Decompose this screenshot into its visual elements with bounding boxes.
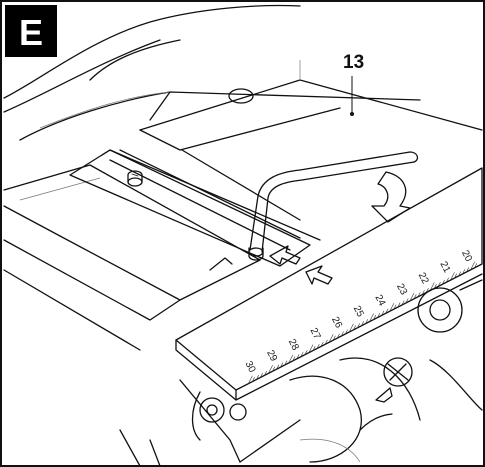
allen-key [248,151,419,261]
ruler-tick [312,345,316,351]
ruler-tick [353,325,356,331]
ruler-tick [405,298,409,304]
ruler-tick [442,279,445,285]
panel-letter: E [19,12,43,53]
ruler-number: 21 [437,260,452,275]
ruler-tick [341,331,344,337]
ruler-tick [365,319,369,324]
ruler-ticks [248,261,478,384]
ruler-tick [272,366,276,372]
ruler-tick [393,304,397,310]
ruler-tick [385,308,389,314]
ruler-number: 27 [308,326,323,341]
ruler-tick [336,333,340,339]
ruler-tick [433,283,437,289]
infeed-table [3,164,261,351]
ruler-tick [320,341,324,347]
ruler-tick [377,312,381,318]
ruler-tick [413,294,417,299]
ruler-tick [458,271,461,277]
ruler-number: 30 [243,360,258,375]
ruler-tick [369,313,374,322]
ruler-tick [417,292,421,297]
ruler-tick [248,375,253,384]
ruler-number: 23 [394,282,409,297]
table-hole [228,88,254,104]
ruler-tick [397,302,401,308]
ruler-tick [474,263,478,268]
ruler-tick [345,329,348,335]
lower-machinery [119,279,483,467]
ruler-tick [316,343,320,349]
ruler-tick [324,339,328,345]
table-surface [139,60,483,221]
rotation-arrow-icon [371,171,411,223]
ruler-tick [462,269,466,275]
ruler-number: 20 [459,249,474,264]
ruler-number: 24 [372,293,387,308]
ruler-tick [260,372,263,378]
ruler-tick [276,364,280,370]
ruler-numbers: 30 29 28 27 26 25 24 23 22 21 20 [243,249,475,375]
ruler-tick [332,335,336,341]
ruler-number: 29 [264,348,279,363]
callout-dot [350,112,354,116]
ruler-tick [292,356,296,362]
ruler-tick [466,267,470,273]
ruler-tick [454,273,457,279]
ruler-number: 28 [286,337,301,352]
ruler-tick [349,323,354,333]
fence-rail [69,149,321,267]
ruler-tick [284,360,288,366]
ruler-tick [296,354,300,360]
ruler: 30 29 28 27 26 25 24 23 22 21 20 [175,167,483,401]
ruler-tick [252,377,255,382]
ruler-tick [280,362,284,368]
ruler-tick [429,282,435,291]
ruler-tick [381,310,385,316]
ruler-number: 22 [416,271,431,286]
ruler-tick [361,321,364,326]
screw-head [127,177,143,187]
ruler-tick [389,303,395,312]
ruler-number: 25 [351,304,366,319]
ruler-tick [256,374,259,380]
ruler-tick [304,350,308,355]
ruler-tick [421,290,425,295]
ruler-tick [300,352,304,357]
push-arrow-icon [269,245,333,285]
callout-number: 13 [343,52,364,73]
ruler-tick [470,261,475,271]
ruler-tick [409,292,415,302]
ruler-tick [357,323,360,328]
ruler-tick [437,281,441,287]
ruler-tick [268,365,273,374]
machine-housing [3,4,421,141]
ruler-tick [328,334,334,343]
ruler-tick [401,300,405,306]
ruler-tick [288,354,294,364]
ruler-tick [373,314,377,320]
ruler-tick [450,272,455,281]
ruler-tick [308,344,314,353]
panel-badge [5,5,57,57]
ruler-number: 26 [329,315,344,330]
ruler-tick [264,370,267,376]
ruler-tick [446,277,449,283]
